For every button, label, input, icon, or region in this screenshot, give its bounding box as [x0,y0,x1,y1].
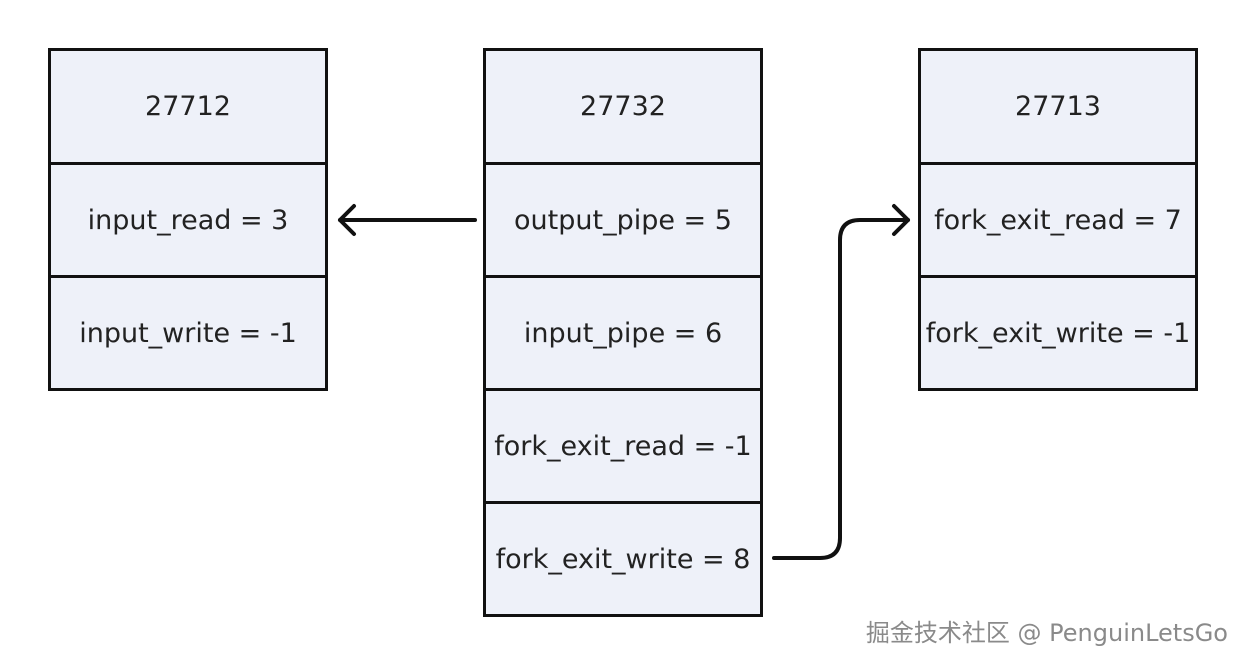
arrowhead-right [892,204,910,236]
field-output-pipe: output_pipe = 5 [486,162,760,275]
field-fork-exit-read: fork_exit_read = -1 [486,388,760,501]
field-fork-exit-write: fork_exit_write = -1 [921,275,1195,388]
process-table-27712: 27712 input_read = 3 input_write = -1 [48,48,328,391]
field-fork-exit-read: fork_exit_read = 7 [921,162,1195,275]
arrowhead-left [338,204,356,236]
field-input-read: input_read = 3 [51,162,325,275]
process-table-27732: 27732 output_pipe = 5 input_pipe = 6 for… [483,48,763,617]
field-input-write: input_write = -1 [51,275,325,388]
pid-header: 27712 [145,91,231,122]
watermark-text: 掘金技术社区 @ PenguinLetsGo [865,619,1228,647]
pid-header: 27732 [580,91,666,122]
process-table-27713: 27713 fork_exit_read = 7 fork_exit_write… [918,48,1198,391]
pid-header: 27713 [1015,91,1101,122]
field-fork-exit-write: fork_exit_write = 8 [486,501,760,614]
arrow-fork-exit-write-to-fork-exit-read [772,218,910,560]
field-input-pipe: input_pipe = 6 [486,275,760,388]
